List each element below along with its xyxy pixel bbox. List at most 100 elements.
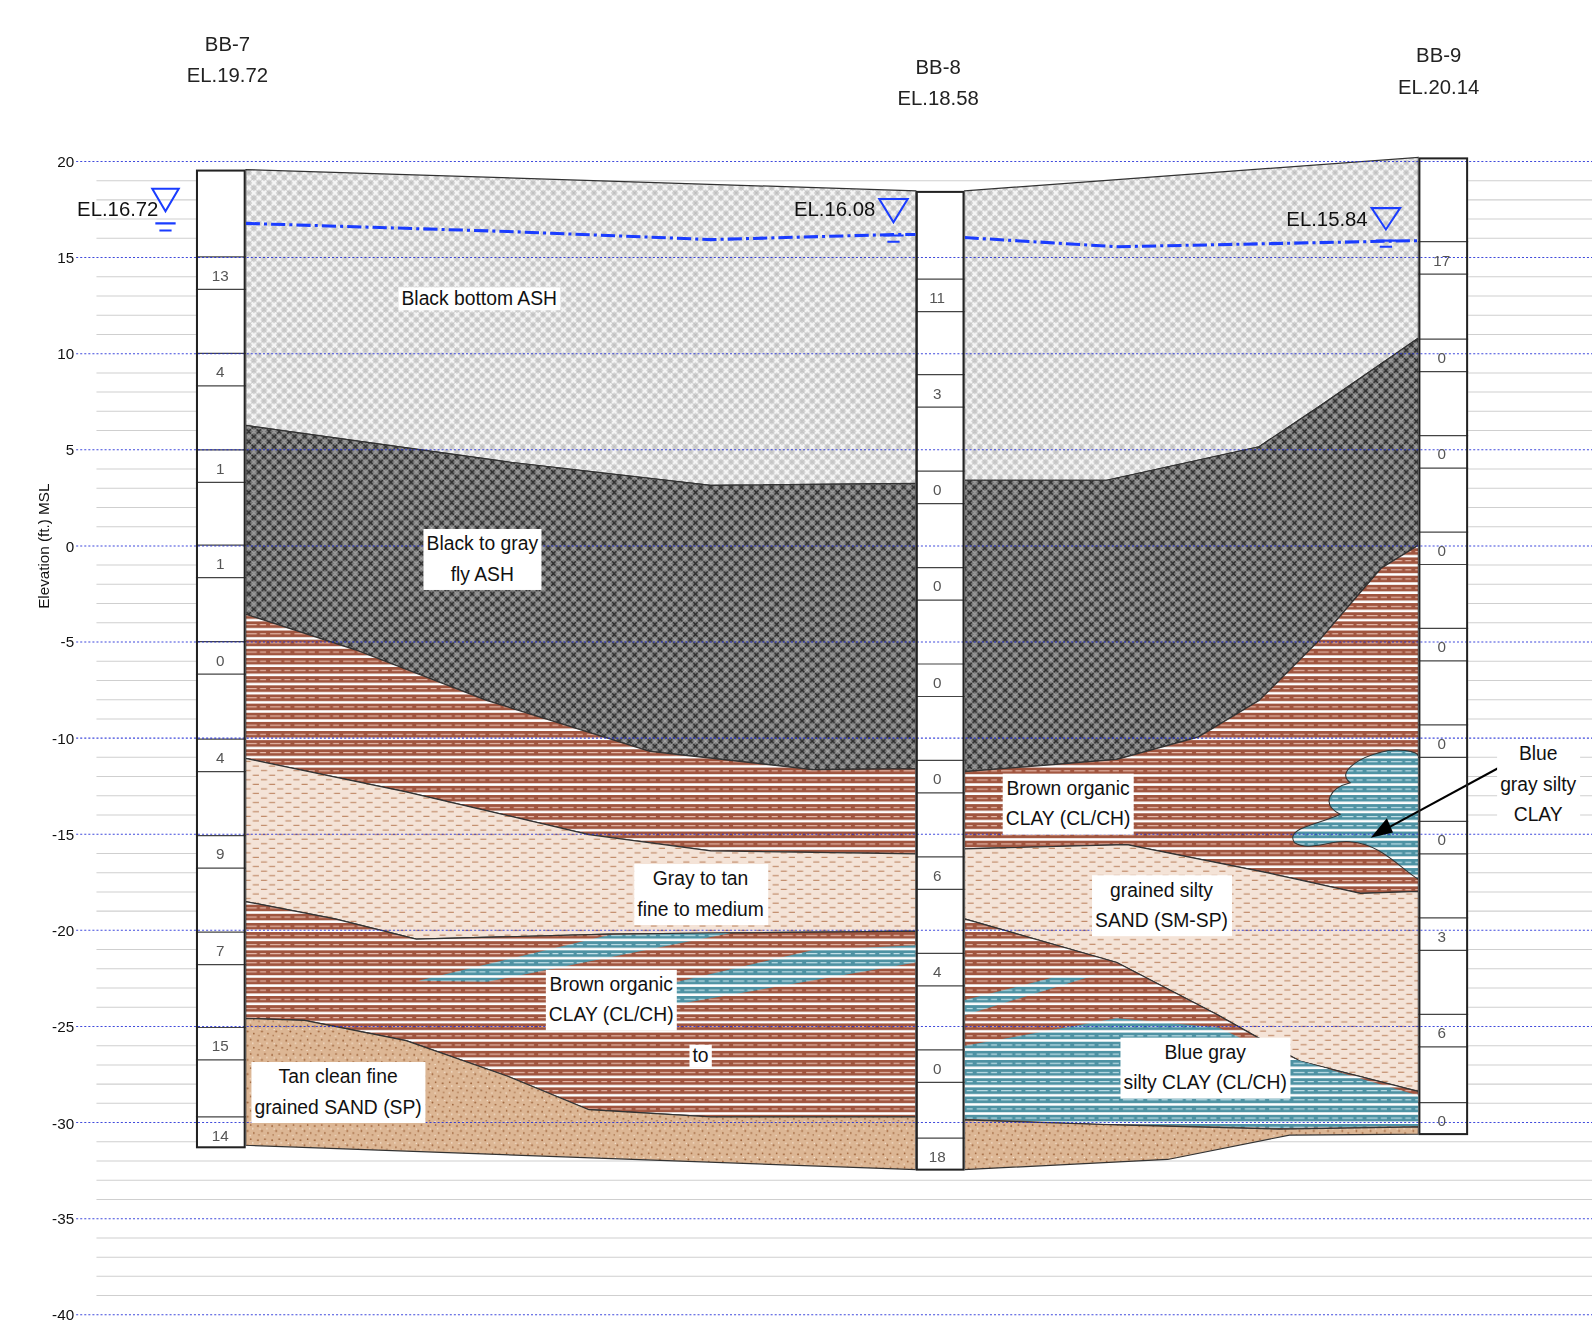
blow-count: 0 [1437,831,1445,848]
major-gridline [76,1314,1592,1315]
sample-divider [916,374,965,375]
sample-divider [1418,1102,1468,1103]
sample-divider [1418,467,1468,468]
sample-divider [916,311,965,312]
blow-count: 6 [933,867,941,884]
axis-tick-label: -40 [52,1306,74,1323]
water-level-label: EL.16.72 [77,197,158,220]
blow-count: 13 [212,267,229,284]
major-gridline [76,738,1592,739]
sample-divider [1418,274,1468,275]
sample-divider [916,985,965,986]
sample-divider [196,289,246,290]
sample-divider [1418,724,1468,725]
axis-tick-label: 15 [57,249,74,266]
axis-tick-label: 0 [66,537,74,554]
layer-label: Brown organic CLAY (CL/CH) [546,970,677,1031]
axis-tick-label: -5 [61,633,75,650]
minor-gridline [96,1257,1592,1258]
blow-count: 17 [1433,251,1450,268]
sample-divider [916,407,965,408]
blow-count: 7 [216,942,224,959]
sample-dividers [196,242,1468,1139]
sample-divider [196,482,246,483]
sample-divider [196,931,246,932]
layer-label: Gray to tan fine to medium [634,864,767,925]
minor-gridline [96,1276,1592,1277]
sample-divider [1418,531,1468,532]
blow-count: 6 [1437,1024,1445,1041]
sample-divider [1418,660,1468,661]
major-gridline [76,641,1592,642]
boring-columns [196,157,1468,1170]
water-symbols [152,189,1400,247]
sample-divider [916,696,965,697]
major-gridline [76,353,1592,354]
sample-divider [1418,1014,1468,1015]
major-gridline [76,930,1592,931]
sample-divider [916,567,965,568]
layer-label: Tan clean fine grained SAND (SP) [251,1062,424,1123]
blow-count: 0 [933,577,941,594]
boring-column: BB-9EL.20.1417000000360 [1418,157,1468,1135]
sample-divider [196,964,246,965]
boring-id: BB-7 [205,33,250,56]
minor-gridline [96,1180,1592,1181]
major-gridline [76,161,1592,162]
sample-divider [916,503,965,504]
sample-divider [196,867,246,868]
major-gridline [76,545,1592,546]
minor-gridline [96,1295,1592,1296]
layer-label: Black bottom ASH [398,287,560,309]
blow-count: 0 [1437,349,1445,366]
sample-divider [196,1059,246,1060]
sample-divider [1418,821,1468,822]
sample-divider [1418,564,1468,565]
axis-tick-label: -10 [52,729,74,746]
sample-divider [1418,1046,1468,1047]
blow-count: 4 [933,963,941,980]
blow-count: 18 [929,1148,946,1165]
boring-id: BB-9 [1416,44,1461,67]
sample-divider [196,771,246,772]
sample-divider [916,279,965,280]
axis-tick-label: 10 [57,345,74,362]
water-level-label: EL.15.84 [1286,208,1367,231]
sample-divider [196,674,246,675]
sample-divider [196,385,246,386]
sample-divider [196,577,246,578]
sample-divider [196,835,246,836]
blow-count: 1 [216,459,224,476]
axis-tick-label: -30 [52,1114,74,1131]
sample-divider [916,1049,965,1050]
sample-divider [1418,339,1468,340]
layer-label: Blue gray silty CLAY [1497,739,1579,830]
layer-label: grained silty SAND (SM-SP) [1092,875,1231,936]
boring-column: BB-7EL.19.721341104971514 [196,170,246,1149]
major-gridline [76,1026,1592,1027]
axis-tick-label: -15 [52,826,74,843]
major-gridlines [76,161,1592,1314]
blow-count: 0 [933,1059,941,1076]
layer-label: Blue gray silty CLAY (CL/CH) [1120,1038,1289,1099]
blow-count: 3 [1437,927,1445,944]
blow-count: 0 [933,674,941,691]
axis-tick-label: -20 [52,922,74,939]
blow-count: 0 [216,651,224,668]
sample-divider [196,1027,246,1028]
blow-count: 1 [216,555,224,572]
blow-count: 9 [216,845,224,862]
boring-elevation: EL.20.14 [1398,76,1479,99]
sample-divider [1418,950,1468,951]
sample-divider [916,889,965,890]
sample-divider [916,663,965,664]
major-gridline [76,257,1592,258]
boring-elevation: EL.18.58 [897,87,978,110]
layer-label: Black to gray fly ASH [423,529,541,590]
blow-count: 11 [929,289,945,306]
sample-divider [916,856,965,857]
sample-divider [916,1138,965,1139]
boring-elevation: EL.19.72 [187,63,268,86]
blow-count: 4 [216,363,224,380]
major-gridline [76,834,1592,835]
